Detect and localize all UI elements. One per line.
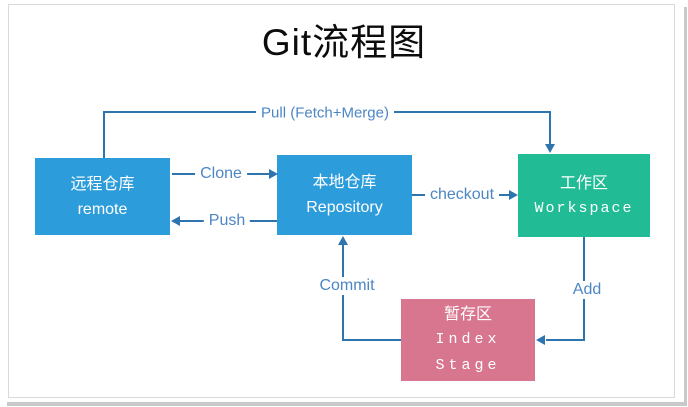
- page-shadow-bottom: [7, 402, 687, 406]
- node-workspace: 工作区 Workspace: [518, 154, 650, 237]
- node-workspace-label-en: Workspace: [534, 199, 634, 217]
- edge-label-add: Add: [567, 281, 607, 299]
- node-stage-label-zh: 暂存区: [443, 305, 492, 323]
- diagram-title: Git流程图: [261, 22, 427, 63]
- node-remote-repository: 远程仓库 remote: [35, 158, 170, 235]
- edge-label-clone: Clone: [195, 165, 247, 183]
- node-repository-label-zh: 本地仓库: [312, 174, 377, 191]
- arrowhead-commit-up-icon: [338, 236, 348, 245]
- edge-label-pull: Pull (Fetch+Merge): [256, 104, 394, 122]
- arrowhead-add-left-icon: [536, 335, 545, 345]
- edge-label-push: Push: [203, 212, 251, 230]
- node-remote-label-zh: 远程仓库: [70, 175, 135, 193]
- node-index-stage: 暂存区 Index Stage: [401, 299, 535, 381]
- arrowhead-checkout-right-icon: [509, 190, 518, 200]
- arrowhead-pull-down-icon: [545, 144, 555, 153]
- node-stage-label-index: Index: [435, 330, 501, 348]
- edge-commit-segment-across: [343, 339, 401, 341]
- edge-pull-segment-up: [103, 112, 105, 158]
- edge-pull-segment-down: [549, 111, 551, 145]
- arrowhead-clone-right-icon: [269, 169, 278, 179]
- node-remote-label-en: remote: [77, 200, 128, 218]
- node-local-repository: 本地仓库 Repository: [277, 155, 412, 235]
- edge-add-segment-across: [546, 339, 585, 341]
- arrowhead-push-left-icon: [171, 216, 180, 226]
- node-repository-label-en: Repository: [306, 199, 383, 216]
- edge-label-checkout: checkout: [424, 186, 500, 204]
- edge-label-commit: Commit: [314, 277, 380, 295]
- node-workspace-label-zh: 工作区: [559, 174, 608, 192]
- node-stage-label-stage: Stage: [435, 356, 501, 374]
- page-shadow-right: [684, 7, 687, 405]
- page-border: [8, 4, 675, 398]
